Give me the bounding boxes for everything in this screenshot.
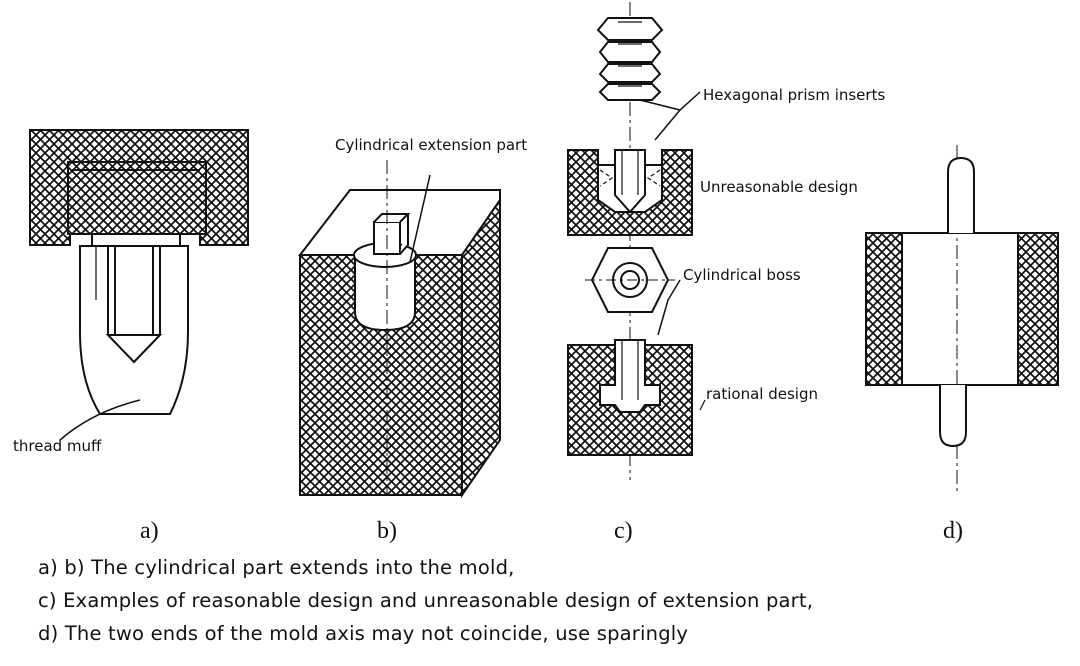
label-cylindrical-extension-part: Cylindrical extension part xyxy=(335,136,528,154)
fig-b-block-side xyxy=(461,196,501,499)
fig-c-mold-rational xyxy=(567,339,693,456)
fig-a-leader-line xyxy=(59,399,141,441)
caption-line-1: a) b) The cylindrical part extends into … xyxy=(38,556,515,579)
fig-a-drawing xyxy=(29,129,249,441)
fig-a-insert-head xyxy=(67,161,207,235)
subfigure-c-label: c) xyxy=(614,518,633,544)
label-unreasonable-design: Unreasonable design xyxy=(700,178,858,196)
fig-d-bottom-pin xyxy=(939,385,967,448)
fig-c-leader-boss xyxy=(657,279,681,336)
label-hexagonal-prism-inserts: Hexagonal prism inserts xyxy=(703,86,886,104)
fig-c-leader-rational xyxy=(699,399,706,411)
subfigure-d-label: d) xyxy=(943,518,963,544)
fig-c-drawing xyxy=(567,2,706,480)
caption-line-3: d) The two ends of the mold axis may not… xyxy=(38,622,689,645)
label-cylindrical-boss: Cylindrical boss xyxy=(683,266,801,284)
subfigure-a-label: a) xyxy=(140,518,159,544)
fig-d-drawing xyxy=(865,145,1059,495)
label-thread-muff: thread muff xyxy=(13,437,102,455)
fig-b-leader-line xyxy=(409,174,431,263)
subfigure-b-label: b) xyxy=(377,518,397,544)
fig-c-hex-top-view xyxy=(585,247,675,313)
fig-d-top-pin xyxy=(947,156,975,233)
fig-c-hex-insert-stack xyxy=(596,17,664,101)
fig-b-drawing xyxy=(297,160,501,499)
fig-d-wall-right xyxy=(1017,232,1059,386)
label-rational-design: rational design xyxy=(706,385,818,403)
fig-c-mold-unreasonable xyxy=(567,149,693,236)
caption-line-2: c) Examples of reasonable design and unr… xyxy=(38,589,814,612)
fig-d-wall-left xyxy=(865,232,903,386)
